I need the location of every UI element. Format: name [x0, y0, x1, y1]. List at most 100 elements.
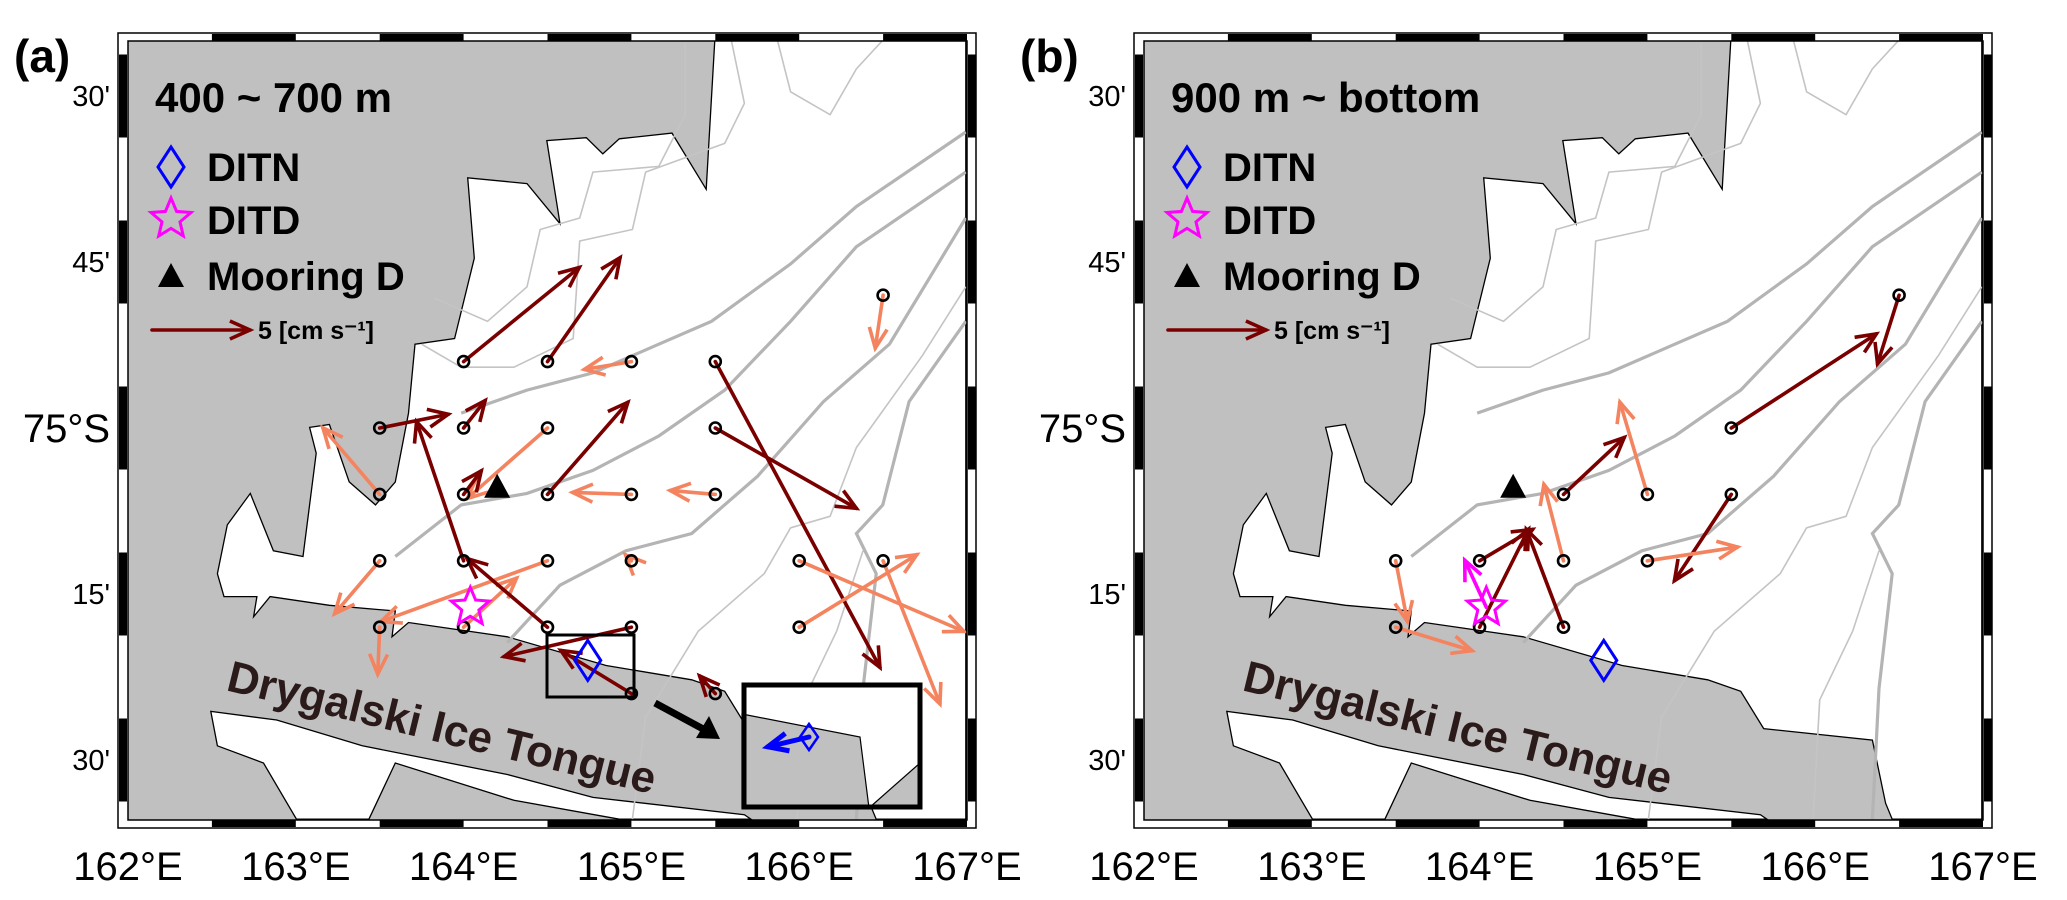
arrow-shaft	[321, 425, 382, 497]
frame-segment	[547, 34, 632, 41]
arrow-head	[1462, 556, 1483, 583]
arrow-shaft	[1524, 527, 1566, 630]
frame-segment	[1227, 34, 1312, 41]
arrow-head	[229, 319, 255, 341]
y-tick-label: 75°S	[23, 407, 110, 451]
legend-reference-arrow	[1166, 319, 1271, 341]
arrow-head	[1715, 539, 1742, 561]
velocity-arrow	[713, 426, 861, 511]
arrow-head	[461, 467, 484, 493]
velocity-arrow	[797, 558, 967, 634]
map-frame	[117, 32, 977, 829]
frame-segment	[968, 718, 976, 802]
arrow-head	[1538, 480, 1559, 507]
station-marker	[1388, 620, 1403, 635]
arrow-shaft	[881, 558, 942, 706]
x-tick-label: 165°E	[577, 845, 686, 889]
arrow-shaft	[668, 488, 718, 497]
frame-segment	[1984, 386, 1992, 470]
station-marker	[1388, 553, 1403, 568]
velocity-arrow	[319, 424, 382, 497]
arrow-shaft	[797, 552, 919, 630]
frame-segment	[1135, 718, 1143, 802]
x-tick-label: 166°E	[744, 845, 853, 889]
velocity-arrow	[377, 407, 453, 430]
arrow-head	[1615, 398, 1636, 425]
arrow-head	[319, 424, 344, 450]
arrow-head	[1873, 341, 1894, 369]
bathymetry-contour-major	[394, 170, 967, 558]
station-marker	[540, 620, 555, 635]
frame-segment	[379, 34, 464, 41]
station-marker	[1724, 487, 1739, 502]
arrow-shaft	[1729, 332, 1879, 430]
velocity-arrow	[1523, 525, 1566, 630]
arrow-head	[1245, 319, 1271, 341]
arrow-head	[922, 681, 943, 708]
inset-pointer-arrow	[653, 699, 720, 739]
y-tick-label: 30'	[72, 81, 110, 113]
bathymetry-contour	[1812, 550, 1880, 820]
frame-segment	[1227, 820, 1312, 827]
bathymetry-contour	[1437, 41, 1762, 369]
arrow-shaft	[1875, 293, 1901, 366]
arrow-shaft	[873, 293, 885, 350]
frame-segment	[119, 552, 127, 636]
arrow-shaft	[332, 558, 382, 616]
legend-mooring-label: Mooring D	[1223, 255, 1421, 299]
legend-mooring-icon	[1174, 263, 1200, 287]
bathymetry-contour-major	[460, 130, 967, 415]
station-marker	[1724, 421, 1739, 435]
arrow-head	[367, 653, 390, 679]
station-marker	[456, 553, 471, 568]
arrow-head	[607, 398, 631, 424]
bathymetry-contour	[631, 286, 967, 820]
bathymetry-contour-major	[1410, 170, 1983, 558]
station-marker	[1556, 620, 1571, 635]
frame-segment	[715, 820, 800, 827]
station-marker	[708, 686, 723, 701]
legend-ditd-label: DITD	[1223, 199, 1316, 243]
arrow-head	[867, 326, 889, 353]
arrow-shaft	[559, 648, 634, 696]
arrow-shaft	[797, 558, 966, 634]
legend-ditn-icon	[1172, 144, 1202, 190]
arrow-head	[426, 407, 453, 429]
legend-ditn-icon	[156, 144, 186, 190]
legend-ditd-icon	[1163, 194, 1211, 240]
depth-range-title: 900 m ~ bottom	[1171, 74, 1480, 121]
arrow-head	[463, 555, 489, 580]
frame-segment	[211, 820, 296, 827]
y-tick-label: 30'	[72, 745, 110, 777]
legend-ditd-label: DITD	[207, 199, 300, 243]
station-marker	[1472, 553, 1487, 568]
frame-segment	[547, 820, 632, 827]
station-marker	[540, 354, 555, 369]
velocity-arrow	[622, 551, 647, 577]
arrow-head	[941, 613, 967, 634]
arrow-shaft	[465, 426, 550, 501]
station-marker	[372, 487, 387, 502]
arrow-head	[495, 575, 520, 600]
arrow-head	[1854, 331, 1881, 354]
ditd-marker	[447, 583, 493, 627]
inset-source-box	[545, 633, 636, 699]
arrow-shaft	[379, 558, 550, 624]
frame-segment	[1135, 54, 1143, 138]
station-marker	[792, 553, 807, 568]
station-marker	[876, 288, 890, 303]
arrow-shaft	[1542, 482, 1566, 563]
frame-segment	[1984, 718, 1992, 802]
frame-segment	[883, 34, 967, 41]
arrow-head	[557, 648, 583, 670]
bathymetry-contour	[1647, 286, 1983, 820]
y-tick-label: 45'	[72, 247, 110, 279]
x-tick-label: 165°E	[1593, 845, 1702, 889]
frame-segment	[883, 820, 967, 827]
velocity-arrow	[367, 625, 390, 679]
frame-segment	[1731, 820, 1816, 827]
arrow-head	[1450, 634, 1477, 656]
frame-segment	[119, 220, 127, 304]
